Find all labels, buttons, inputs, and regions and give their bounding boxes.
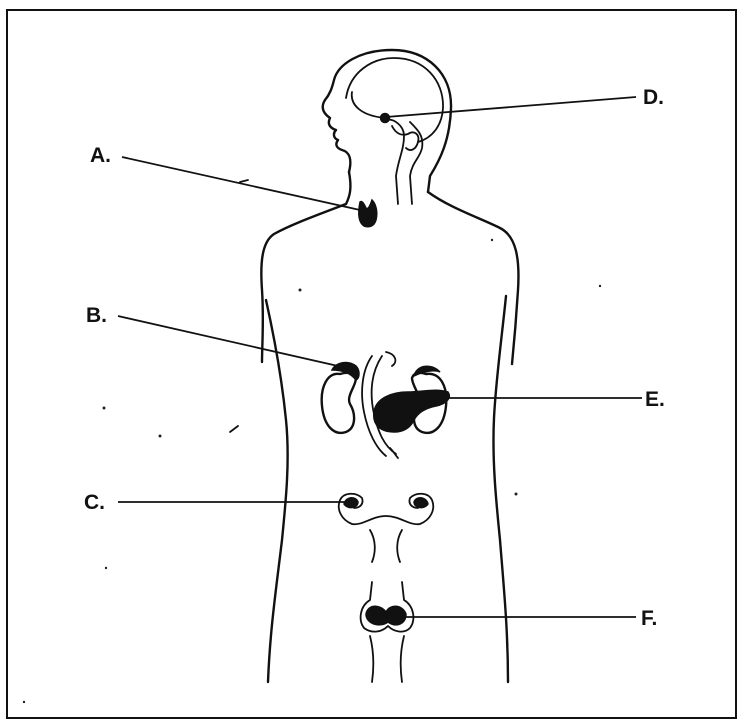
- leader-line-b: [118, 316, 338, 366]
- brainstem: [352, 92, 423, 204]
- label-c: C.: [84, 491, 105, 514]
- pituitary-gland: [381, 114, 390, 123]
- right-ovary: [414, 498, 428, 508]
- torso-right: [428, 192, 518, 682]
- body-outline: [261, 50, 518, 682]
- pancreas: [374, 390, 450, 432]
- label-b: B.: [86, 304, 107, 327]
- left-kidney: [322, 373, 356, 433]
- label-d: D.: [643, 86, 664, 109]
- legs-inner: [370, 636, 404, 682]
- scan-noise: [23, 180, 601, 703]
- brainstem-curl: [392, 126, 418, 150]
- torso-left: [261, 204, 346, 682]
- scrotum-outline: [361, 582, 414, 632]
- label-a: A.: [90, 144, 111, 167]
- label-e: E.: [645, 388, 665, 411]
- neck-front: [346, 172, 350, 204]
- thyroid-gland: [359, 200, 377, 227]
- leader-line-d: [386, 97, 636, 117]
- testes: [366, 606, 406, 625]
- left-ovary: [344, 498, 358, 508]
- leader-line-a: [122, 157, 360, 210]
- label-f: F.: [641, 607, 657, 630]
